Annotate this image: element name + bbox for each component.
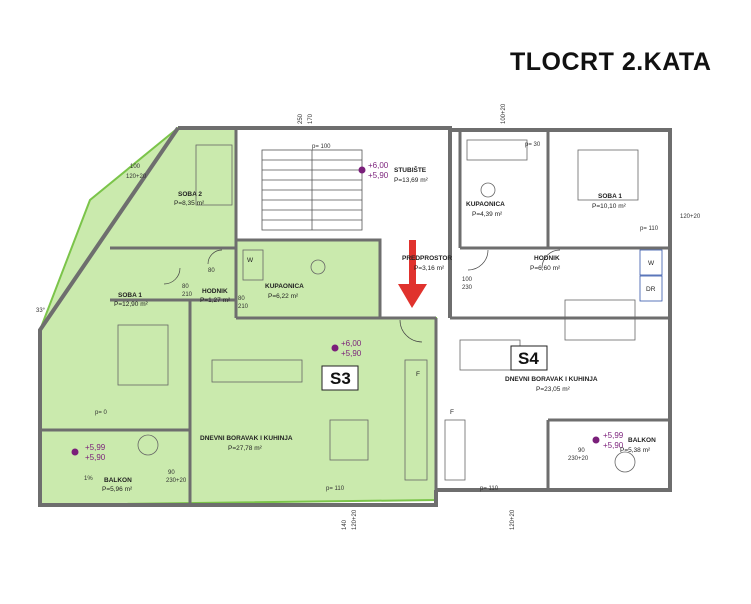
room-name-kupaonica-s4: KUPAONICA bbox=[466, 201, 505, 208]
kitchen-s3 bbox=[404, 359, 428, 481]
bathtub-s4 bbox=[466, 139, 528, 161]
outer-walls bbox=[38, 126, 672, 507]
toilet-s4 bbox=[480, 182, 496, 198]
bed-s3-soba2 bbox=[195, 144, 233, 206]
dim-stair-p: p= 100 bbox=[312, 144, 331, 150]
dim-w120-right: 120+20 bbox=[680, 214, 701, 220]
dim-h140-bottom: 140 bbox=[342, 519, 348, 530]
dim-h90-s4: 90 bbox=[578, 448, 585, 454]
dim-top-250: 250 bbox=[298, 113, 304, 124]
dim-w100-left: 100 bbox=[130, 164, 141, 170]
staircase bbox=[261, 149, 363, 231]
dim-p110-s3: p= 110 bbox=[326, 486, 345, 492]
fridge-symbol-s3: F bbox=[416, 371, 420, 378]
room-name-soba1-s4: SOBA 1 bbox=[598, 193, 622, 200]
fridge-symbol-s4: F bbox=[450, 409, 454, 416]
dim-h210-b: 210 bbox=[182, 292, 193, 298]
level-stubiste-top: +6,00 bbox=[368, 161, 389, 170]
dim-top-100-20: 100+20 bbox=[501, 103, 507, 124]
unit-s4-label-box bbox=[510, 345, 548, 371]
room-name-boravak-s4: DNEVNI BORAVAK I KUHINJA bbox=[505, 376, 598, 383]
room-name-hodnik-s4: HODNIK bbox=[534, 255, 560, 262]
shower-s3 bbox=[242, 249, 264, 281]
inner-walls bbox=[40, 128, 670, 505]
level-marker-icons bbox=[71, 166, 600, 456]
table-s3 bbox=[329, 419, 369, 461]
dim-h80-b: 80 bbox=[182, 284, 189, 290]
sofa-s4 bbox=[564, 299, 636, 341]
bed-s3-soba1 bbox=[117, 324, 169, 386]
room-area-hodnik-s3: P=1,27 m² bbox=[200, 297, 231, 304]
room-area-predprostor: P=3,16 m² bbox=[414, 265, 445, 272]
kitchen-s4 bbox=[444, 419, 466, 481]
fixture-markers bbox=[639, 249, 663, 302]
washer-symbol-s3: W bbox=[247, 257, 254, 264]
level-balkon-s4-bottom: +5,90 bbox=[603, 441, 624, 450]
dim-bottom-120-20-b: 120+20 bbox=[510, 509, 516, 530]
toilet-s3 bbox=[310, 259, 326, 275]
room-name-boravak-s3: DNEVNI BORAVAK I KUHINJA bbox=[200, 435, 293, 442]
dim-h80-c: 80 bbox=[238, 296, 245, 302]
dim-w100-mid: 100 bbox=[462, 277, 473, 283]
plant-s4 bbox=[614, 451, 636, 473]
room-name-balkon-s4: BALKON bbox=[628, 437, 656, 444]
dim-h230-20-s4: 230+20 bbox=[568, 456, 589, 462]
unit-s3-label: S3 bbox=[330, 369, 351, 388]
room-area-balkon-s3: P=5,96 m² bbox=[102, 486, 133, 493]
room-area-kupaonica-s4: P=4,39 m² bbox=[472, 211, 503, 218]
dim-pct: 1% bbox=[84, 476, 93, 482]
plant-s3 bbox=[137, 434, 159, 456]
entrance-arrow bbox=[398, 240, 427, 308]
room-name-soba1-s3: SOBA 1 bbox=[118, 292, 142, 299]
dim-h230-20-s3: 230+20 bbox=[166, 478, 187, 484]
dim-h80-a: 80 bbox=[208, 268, 215, 274]
room-name-predprostor: PREDPROSTOR bbox=[402, 255, 452, 262]
unit-s3-label-box bbox=[321, 365, 359, 391]
dim-h230-mid: 230 bbox=[462, 285, 473, 291]
room-name-soba2-s3: SOBA 2 bbox=[178, 191, 202, 198]
room-name-kupaonica-s3: KUPAONICA bbox=[265, 283, 304, 290]
level-s3-bottom: +5,90 bbox=[341, 349, 362, 358]
room-area-soba1-s3: P=12,90 m² bbox=[114, 301, 149, 308]
dim-p110-s4: p= 110 bbox=[480, 486, 499, 492]
dim-w120-left: 120+20 bbox=[126, 174, 147, 180]
room-area-stubiste: P=13,69 m² bbox=[394, 177, 429, 184]
dim-p110-right: p= 110 bbox=[640, 226, 659, 232]
door-swings bbox=[163, 249, 561, 343]
level-stubiste-bottom: +5,90 bbox=[368, 171, 389, 180]
dim-p0-s3: p= 0 bbox=[95, 410, 108, 416]
room-name-balkon-s3: BALKON bbox=[104, 477, 132, 484]
dim-angle: 33° bbox=[36, 308, 46, 314]
bed-s4 bbox=[577, 149, 639, 201]
dim-h90-s3: 90 bbox=[168, 470, 175, 476]
dim-bottom-120-20-a: 120+20 bbox=[352, 509, 358, 530]
sofa-s3 bbox=[211, 359, 303, 383]
dim-h210-c: 210 bbox=[238, 304, 249, 310]
level-s3-top: +6,00 bbox=[341, 339, 362, 348]
level-balkon-s3-bottom: +5,90 bbox=[85, 453, 106, 462]
unit-s4-label: S4 bbox=[518, 349, 539, 368]
level-balkon-s3-top: +5,99 bbox=[85, 443, 106, 452]
page-title: TLOCRT 2.KATA bbox=[510, 48, 712, 76]
room-area-soba2-s3: P=8,35 m² bbox=[174, 200, 205, 207]
room-area-soba1-s4: P=10,10 m² bbox=[592, 203, 627, 210]
room-area-hodnik-s4: P=6,60 m² bbox=[530, 265, 561, 272]
dryer-symbol-s4: DR bbox=[646, 286, 656, 293]
dim-p30: p= 30 bbox=[525, 142, 541, 148]
room-area-boravak-s3: P=27,78 m² bbox=[228, 445, 263, 452]
dim-top-170: 170 bbox=[308, 113, 314, 124]
room-area-kupaonica-s3: P=6,22 m² bbox=[268, 293, 299, 300]
room-area-boravak-s4: P=23,05 m² bbox=[536, 386, 571, 393]
room-name-hodnik-s3: HODNIK bbox=[202, 288, 228, 295]
room-name-stubiste: STUBIŠTE bbox=[394, 165, 427, 174]
level-balkon-s4-top: +5,99 bbox=[603, 431, 624, 440]
washer-symbol-s4: W bbox=[648, 260, 655, 267]
room-area-balkon-s4: P=5,38 m² bbox=[620, 447, 651, 454]
